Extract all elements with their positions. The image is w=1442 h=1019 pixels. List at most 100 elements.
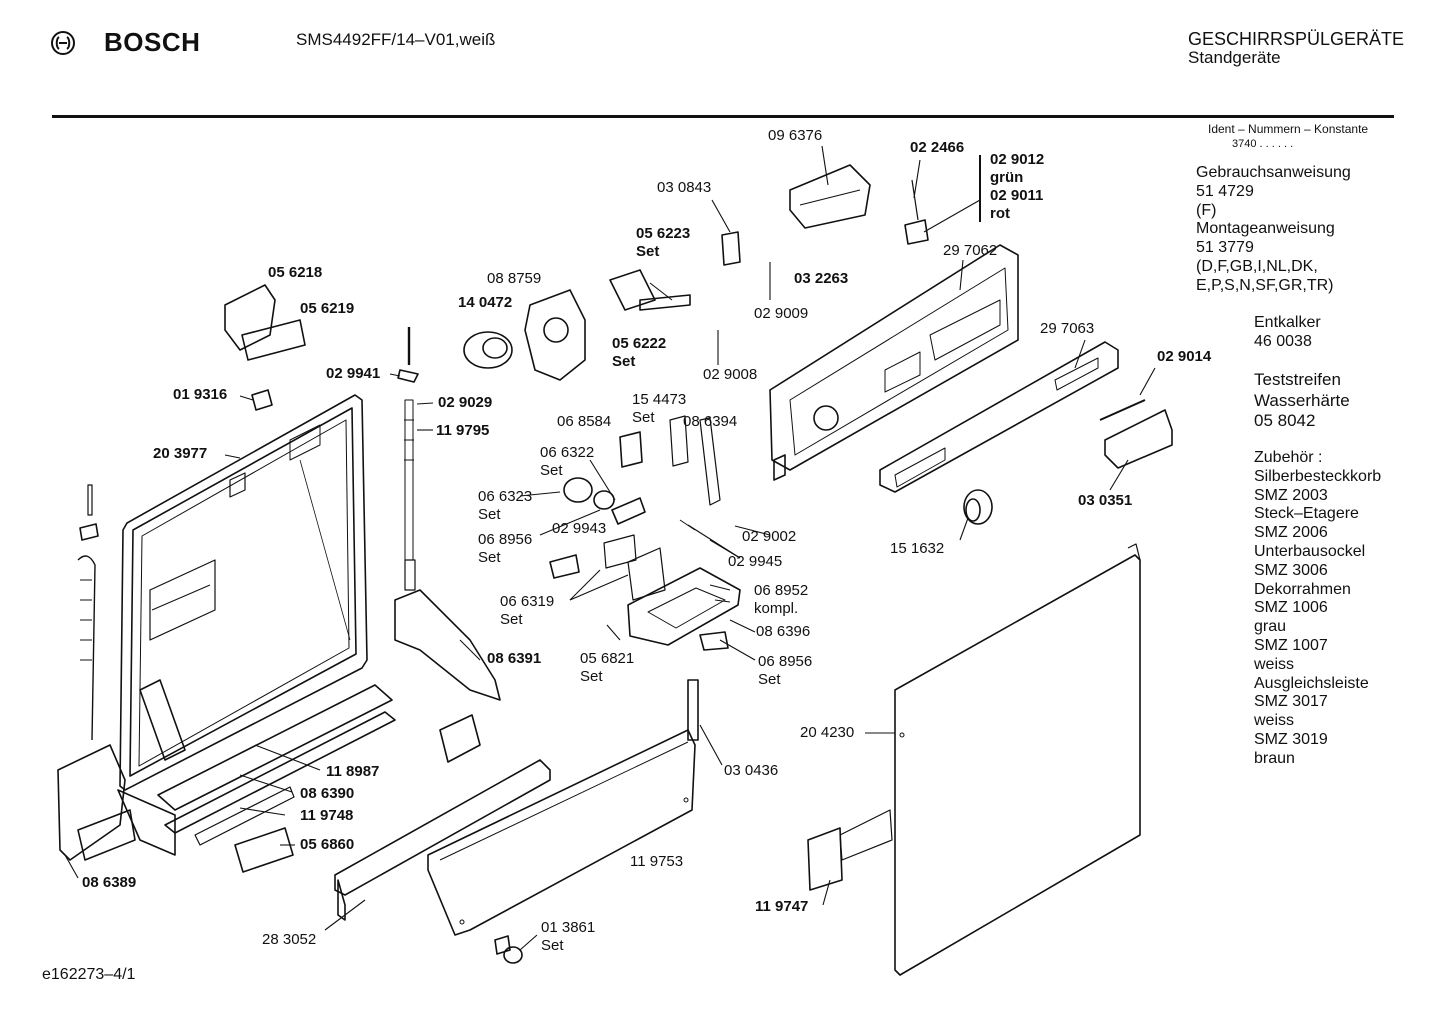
part-label-line: 06 6319	[500, 593, 555, 610]
part-label: 11 9748	[300, 807, 353, 825]
accessory-line: SMZ 2006	[1254, 524, 1328, 542]
part-label-line: grün	[990, 169, 1024, 186]
manuals-block: Gebrauchsanweisung 51 4729 (F) Montagean…	[1196, 164, 1351, 296]
part-label: 02 9941	[326, 365, 380, 383]
part-label-line: 05 6860	[300, 836, 355, 853]
accessory-line: SMZ 2003	[1254, 486, 1328, 504]
part-label-line: 06 6322	[540, 444, 595, 461]
exploded-drawing	[57, 145, 1173, 976]
part-label: 06 8584	[557, 413, 611, 431]
part-label-line: 03 2263	[794, 270, 849, 287]
model-number: SMS4492FF/14–V01,weiß	[296, 30, 496, 49]
part-label: 29 7062	[943, 242, 997, 260]
part-label: 03 0351	[1078, 492, 1132, 510]
part-label: 02 9943	[552, 520, 606, 538]
part-label-line: 06 8584	[557, 413, 612, 430]
part-label-line: 03 0436	[724, 762, 779, 779]
part-label: 08 6390	[300, 785, 354, 803]
brand-name: BOSCH	[104, 27, 201, 57]
part-label-line: 15 1632	[890, 540, 945, 557]
page-header: BOSCH SMS4492FF/14–V01,weiß GESCHIRRSPÜL…	[0, 0, 1442, 120]
leader-lines	[64, 145, 1156, 951]
front-panel-strip	[879, 341, 1119, 493]
part-label-line: 01 3861	[541, 919, 596, 936]
part-label-line: 02 9002	[742, 528, 797, 545]
part-label-line: 11 9753	[630, 853, 684, 870]
timer-motor	[463, 289, 586, 381]
bottom-rails	[157, 684, 396, 846]
ident-label: Ident – Nummern – Konstante	[1208, 122, 1369, 136]
part-label-line: 11 8987	[326, 763, 380, 780]
category-subtitle: Standgeräte	[1188, 48, 1281, 67]
dispenser-assembly	[549, 415, 741, 651]
screw-and-springs	[397, 327, 419, 383]
manual-line: 51 4729	[1196, 182, 1254, 200]
part-label-line: Set	[632, 409, 655, 426]
part-label-line: 29 7062	[943, 242, 998, 259]
program-knob	[963, 489, 993, 525]
part-label: 05 6218	[268, 264, 322, 282]
accessory-line: SMZ 1007	[1254, 636, 1328, 654]
part-label: 11 9747	[755, 898, 808, 916]
accessory-line: Silberbesteckkorb	[1254, 467, 1382, 485]
accessory-line: Unterbausockel	[1254, 542, 1366, 560]
part-label: 29 7063	[1040, 320, 1094, 338]
part-label: 02 2466	[910, 139, 964, 157]
part-label-line: 06 6323	[478, 488, 533, 505]
part-label-line: 06 8952	[754, 582, 809, 599]
part-label-line: 08 6396	[756, 623, 811, 640]
part-label-line: Set	[478, 506, 501, 523]
part-label-line: 14 0472	[458, 294, 513, 311]
lower-brackets	[234, 679, 699, 873]
part-label: 11 8987	[326, 763, 379, 781]
manual-line: E,P,S,N,SF,GR,TR)	[1196, 276, 1334, 294]
accessory-line: grau	[1254, 618, 1287, 636]
part-label-line: 02 9008	[703, 366, 758, 383]
part-label: 05 6219	[300, 300, 354, 318]
part-label-line: 05 6821	[580, 650, 635, 667]
part-label: 08 6391	[487, 650, 541, 668]
teststreifen-line: Teststreifen	[1254, 370, 1341, 389]
part-label: 03 0436	[724, 762, 778, 780]
part-label-line: 06 8956	[758, 653, 813, 670]
info-sidebar: Ident – Nummern – Konstante 3740 . . . .…	[1180, 118, 1442, 818]
part-label-line: Set	[758, 671, 781, 688]
part-label: 15 1632	[890, 540, 944, 558]
category-title: GESCHIRRSPÜLGERÄTE	[1188, 29, 1405, 49]
part-label-line: 08 8759	[487, 270, 542, 287]
accessory-line: Ausgleichsleiste	[1254, 674, 1369, 692]
part-label-line: Set	[500, 611, 523, 628]
accessory-line: weiss	[1254, 712, 1295, 730]
part-label-line: Set	[636, 243, 660, 260]
left-hinge	[57, 484, 176, 861]
part-label: 08 8759	[487, 270, 541, 288]
part-label-line: 15 4473	[632, 391, 687, 408]
entkalker-line: Entkalker	[1254, 314, 1321, 331]
part-label-line: 03 0843	[657, 179, 712, 196]
entkalker-block: Entkalker 46 0038	[1254, 314, 1321, 352]
part-label-line: 11 9748	[300, 807, 354, 824]
entkalker-line: 46 0038	[1254, 332, 1312, 350]
part-label: 05 6860	[300, 836, 354, 854]
part-label-line: 08 6389	[82, 874, 137, 891]
part-label: 28 3052	[262, 931, 316, 949]
part-label-line: 05 6219	[300, 300, 355, 317]
part-label-line: kompl.	[754, 600, 799, 617]
manual-line: Montageanweisung	[1196, 220, 1335, 238]
part-label-line: 08 6391	[487, 650, 542, 667]
part-label: 11 9795	[436, 422, 489, 440]
part-label-line: Set	[540, 462, 563, 479]
ident-value: 3740 . . . . . .	[1232, 138, 1294, 150]
manual-line: Gebrauchsanweisung	[1196, 164, 1351, 181]
part-label-line: 02 9945	[728, 553, 783, 570]
part-label-line: 02 2466	[910, 139, 965, 156]
zubehoer-block: Zubehör : Silberbesteckkorb SMZ 2003 Ste…	[1254, 449, 1381, 769]
